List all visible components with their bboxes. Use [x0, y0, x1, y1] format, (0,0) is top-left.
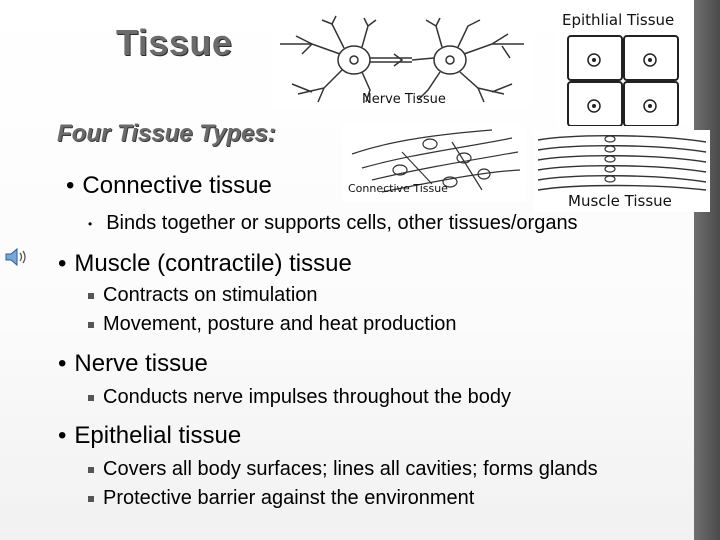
- connective-fibers-illustration: [351, 129, 521, 193]
- sub-bullet-epithelial-2: Protective barrier against the environme…: [88, 487, 474, 510]
- nerve-tissue-image: Nerve Tissue: [272, 14, 534, 108]
- bullet-dot: •: [58, 350, 67, 377]
- sub-bullet-text: Covers all body surfaces; lines all cavi…: [103, 458, 598, 480]
- square-bullet: [88, 466, 94, 473]
- epithelial-tissue-label: Epithlial Tissue: [562, 11, 675, 29]
- speaker-icon[interactable]: [4, 246, 32, 273]
- square-bullet: [88, 495, 94, 502]
- sub-bullet-epithelial-1: Covers all body surfaces; lines all cavi…: [88, 458, 598, 481]
- neuron-illustration: [280, 15, 524, 103]
- bullet-epithelial-heading: Epithelial tissue: [74, 422, 242, 449]
- muscle-fibers-illustration: [537, 135, 707, 191]
- bullet-muscle: • Muscle (contractile) tissue: [58, 250, 352, 278]
- square-bullet: [88, 394, 94, 401]
- bullet-connective: • Connective tissue: [66, 172, 272, 200]
- epithelial-tissue-image: Epithlial Tissue: [556, 8, 690, 127]
- sub-bullet-muscle-1: Contracts on stimulation: [88, 284, 318, 307]
- sub-bullet-text: Contracts on stimulation: [103, 284, 318, 306]
- epithelial-cells-illustration: [567, 35, 679, 127]
- slide-subtitle: Four Tissue Types:: [57, 120, 276, 147]
- muscle-tissue-label: Muscle Tissue: [568, 192, 672, 210]
- sub-bullet-text: Protective barrier against the environme…: [103, 487, 475, 509]
- bullet-dot: •: [66, 172, 75, 199]
- sub-bullet-muscle-2: Movement, posture and heat production: [88, 313, 457, 336]
- bullet-dot-small: •: [88, 216, 93, 231]
- muscle-tissue-image: Muscle Tissue: [534, 130, 710, 212]
- bullet-muscle-heading: Muscle (contractile) tissue: [74, 250, 352, 277]
- bullet-dot: •: [58, 250, 67, 277]
- sub-bullet-text: Binds together or supports cells, other …: [106, 212, 578, 234]
- sub-bullet-connective-1: • Binds together or supports cells, other…: [88, 212, 578, 235]
- square-bullet: [88, 292, 94, 299]
- connective-tissue-image: Connective Tissue: [342, 124, 526, 202]
- sub-bullet-text: Movement, posture and heat production: [103, 313, 457, 335]
- bullet-dot: •: [58, 422, 67, 449]
- bullet-epithelial: • Epithelial tissue: [58, 422, 241, 450]
- sub-bullet-text: Conducts nerve impulses throughout the b…: [103, 386, 512, 408]
- sub-bullet-nerve-1: Conducts nerve impulses throughout the b…: [88, 386, 511, 409]
- bullet-connective-heading: Connective tissue: [82, 172, 272, 199]
- decorative-sidebar: [694, 0, 720, 540]
- bullet-nerve-heading: Nerve tissue: [74, 350, 208, 377]
- square-bullet: [88, 321, 94, 328]
- bullet-nerve: • Nerve tissue: [58, 350, 208, 378]
- nerve-tissue-label: Nerve Tissue: [362, 92, 446, 107]
- slide-title: Tissue: [116, 22, 233, 63]
- connective-tissue-label: Connective Tissue: [348, 182, 448, 195]
